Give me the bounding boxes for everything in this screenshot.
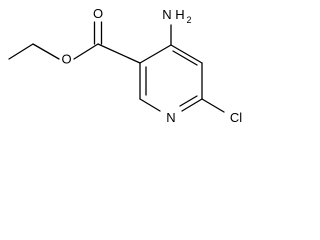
amino-group-label: N H 2 xyxy=(162,7,191,25)
bond-ch2-ester-oxygen xyxy=(32,43,60,60)
atom-labels: O O N H 2 N Cl xyxy=(61,6,242,125)
chemical-structure: O O N H 2 N Cl xyxy=(8,6,242,125)
ring-nitrogen-label: N xyxy=(166,110,175,125)
bond-n1-c2 xyxy=(139,98,161,112)
chlorine-label: Cl xyxy=(230,110,242,125)
bond-c6-n1-inner xyxy=(179,95,198,107)
bond-c4-c5 xyxy=(170,44,203,64)
bond-c3-c4 xyxy=(139,44,172,64)
amino-nitrogen-label: N xyxy=(162,7,171,22)
bond-set xyxy=(8,21,225,113)
bond-c4-c5-inner xyxy=(172,50,198,66)
bond-ch3-ch2 xyxy=(8,43,34,60)
carbonyl-oxygen-label: O xyxy=(93,6,103,21)
bond-carbonyl-ring xyxy=(97,43,141,64)
bond-ester-oxygen-carbonyl-carbon xyxy=(73,43,99,60)
amino-hydrogen-count: 2 xyxy=(186,15,191,25)
bond-c6-chlorine xyxy=(201,98,225,113)
bond-c6-n1 xyxy=(181,98,203,112)
amino-hydrogen-label: H xyxy=(175,7,184,22)
ester-oxygen-label: O xyxy=(61,52,71,67)
